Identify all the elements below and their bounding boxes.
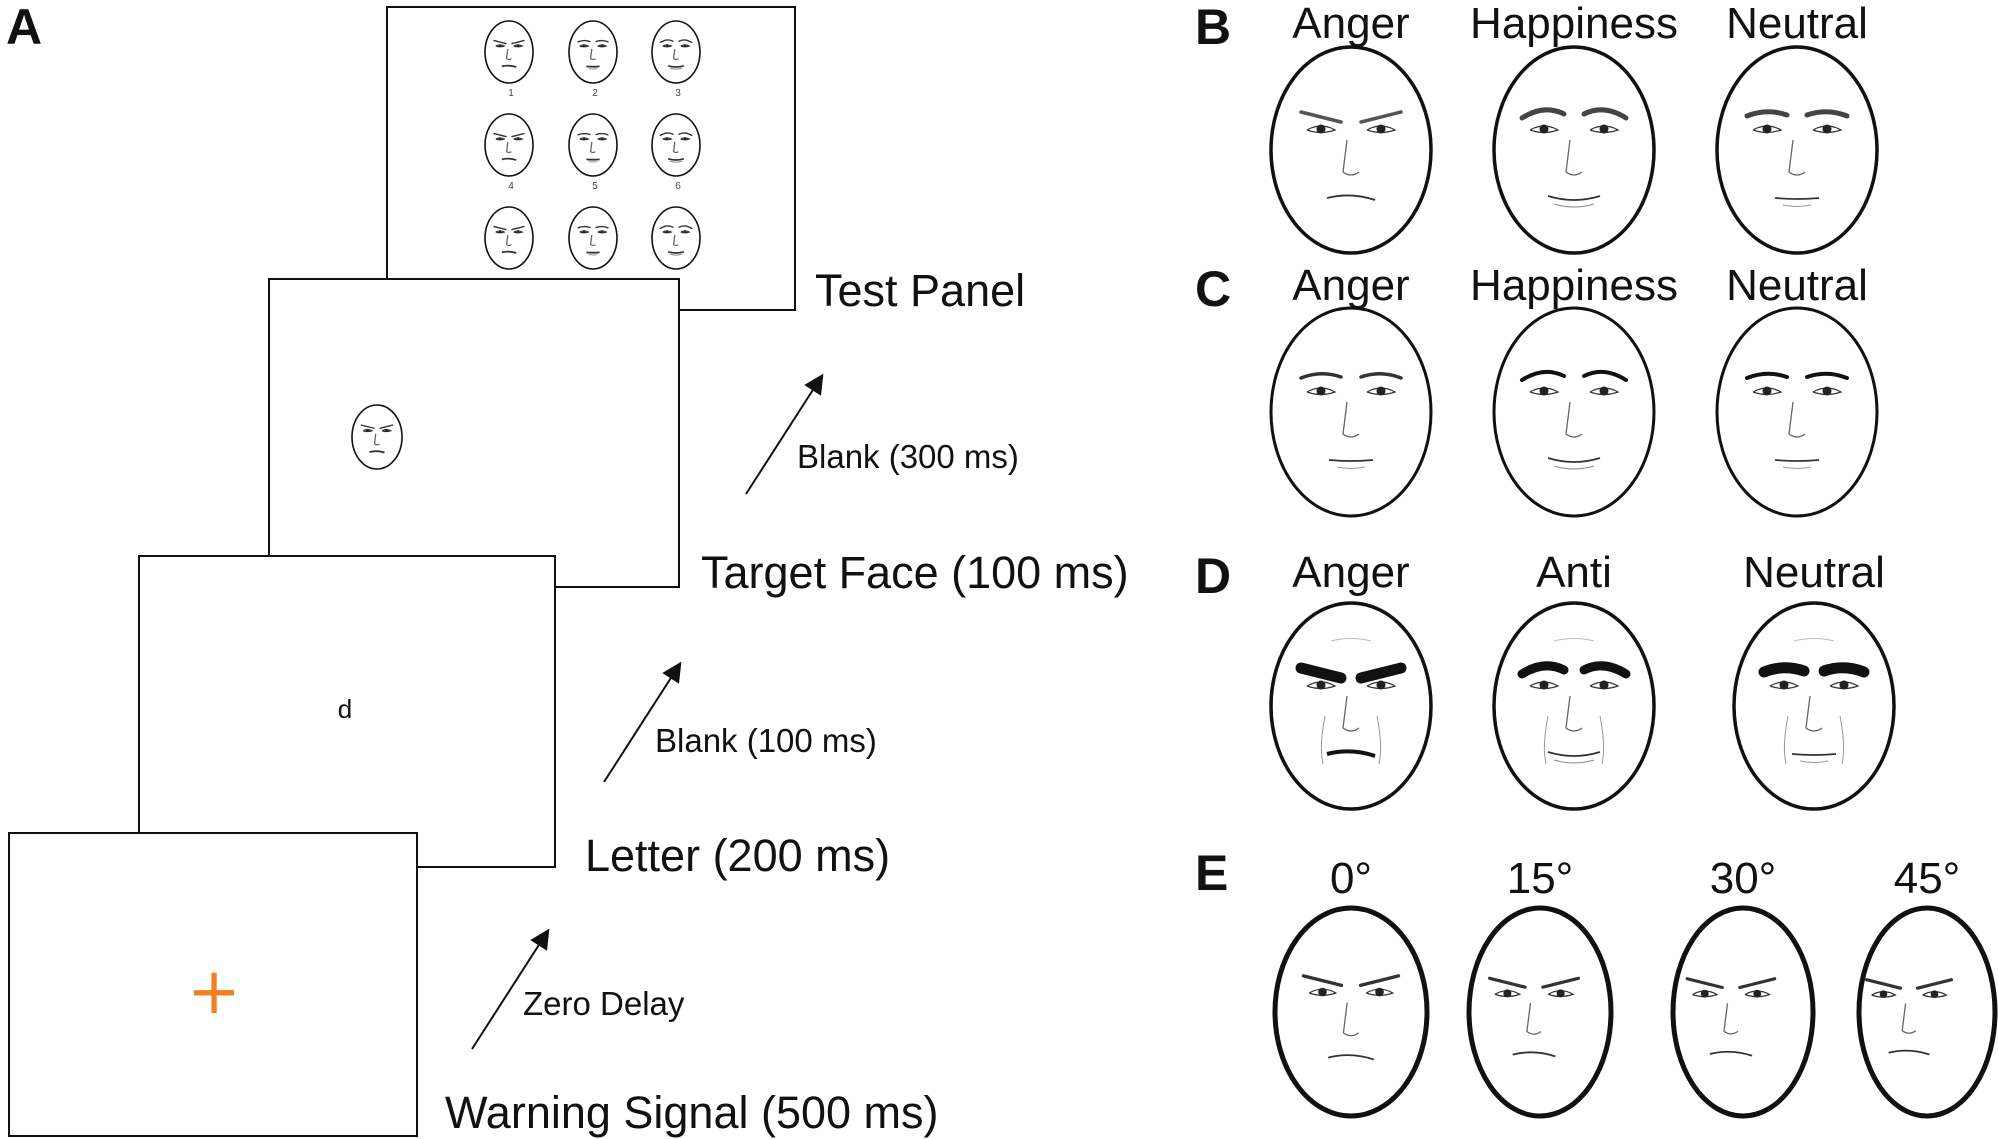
panel-label-d: D — [1195, 548, 1232, 604]
panel-label-e: E — [1195, 845, 1229, 901]
row-d-face-anti-icon — [1492, 601, 1656, 811]
interval-label-blank-300: Blank (300 ms) — [797, 438, 1019, 475]
row-d-label-neutral: Neutral — [1743, 548, 1885, 597]
target-face-icon — [351, 404, 403, 470]
arrow-blank-300 — [745, 373, 824, 495]
row-b-label-neutral: Neutral — [1726, 0, 1868, 48]
panel-label-b: B — [1195, 0, 1232, 55]
test-panel-face-grid — [484, 20, 701, 270]
row-c-label-anger: Anger — [1292, 261, 1410, 310]
test-panel-number-1: 1 — [508, 88, 514, 99]
test-panel-face-icon-3 — [651, 20, 701, 84]
row-e-label-30: 30° — [1709, 854, 1777, 903]
row-e-face-0-icon — [1272, 905, 1430, 1119]
test-panel-number-2: 2 — [592, 88, 598, 99]
arrow-blank-100 — [603, 661, 682, 783]
test-panel-face-icon-2 — [568, 20, 618, 84]
row-c-label-neutral: Neutral — [1726, 261, 1868, 310]
row-b-label-happiness: Happiness — [1470, 0, 1678, 48]
target-face-stimulus — [351, 404, 403, 470]
panel-label-c: C — [1195, 261, 1232, 317]
letter-stimulus: d — [337, 694, 353, 724]
fixation-cross: + — [187, 955, 241, 1029]
row-c-face-anger-icon — [1269, 306, 1433, 518]
row-d-face-neutral-icon — [1732, 601, 1896, 811]
test-panel-face-icon-8 — [568, 206, 618, 270]
row-c-face-happiness-icon — [1492, 306, 1656, 518]
row-c-face-neutral-icon — [1715, 306, 1879, 518]
row-e-face-45-icon — [1856, 905, 1998, 1119]
test-panel-number-6: 6 — [675, 181, 681, 192]
stage-label-target-face: Target Face (100 ms) — [701, 547, 1129, 598]
row-b-face-anger-icon — [1269, 45, 1433, 255]
test-panel-number-5: 5 — [592, 181, 598, 192]
test-panel-number-4: 4 — [508, 181, 514, 192]
test-panel-face-icon-6 — [651, 113, 701, 177]
row-d-label-anger: Anger — [1292, 548, 1410, 597]
stage-label-letter: Letter (200 ms) — [585, 830, 891, 881]
row-e-face-15-icon — [1466, 905, 1614, 1119]
row-e-label-45: 45° — [1893, 854, 1961, 903]
row-d-label-anti: Anti — [1536, 548, 1612, 597]
warning-signal-screen: + — [8, 832, 418, 1137]
row-c-label-happiness: Happiness — [1470, 261, 1678, 310]
test-panel-face-icon-5 — [568, 113, 618, 177]
row-e-label-15: 15° — [1506, 854, 1574, 903]
test-panel-number-3: 3 — [675, 88, 681, 99]
letter-screen: d — [138, 555, 556, 868]
test-panel-face-icon-1 — [484, 20, 534, 84]
row-b-face-happiness-icon — [1492, 45, 1656, 255]
test-panel-face-icon-4 — [484, 113, 534, 177]
row-b-face-neutral-icon — [1715, 45, 1879, 255]
arrow-zero-delay — [471, 928, 550, 1050]
panel-label-a: A — [6, 0, 43, 55]
row-e-label-0: 0° — [1329, 854, 1373, 903]
test-panel-screen: 1 2 3 4 5 6 — [386, 6, 796, 311]
row-e-face-30-icon — [1670, 905, 1816, 1119]
target-face-screen — [268, 278, 680, 588]
interval-label-zero-delay: Zero Delay — [523, 985, 685, 1022]
stage-label-test-panel: Test Panel — [815, 265, 1026, 316]
test-panel-face-icon-7 — [484, 206, 534, 270]
test-panel-face-icon-9 — [651, 206, 701, 270]
row-b-label-anger: Anger — [1292, 0, 1410, 48]
interval-label-blank-100: Blank (100 ms) — [655, 722, 877, 759]
row-d-face-anger-icon — [1269, 601, 1433, 811]
stage-label-warning-signal: Warning Signal (500 ms) — [445, 1087, 939, 1138]
